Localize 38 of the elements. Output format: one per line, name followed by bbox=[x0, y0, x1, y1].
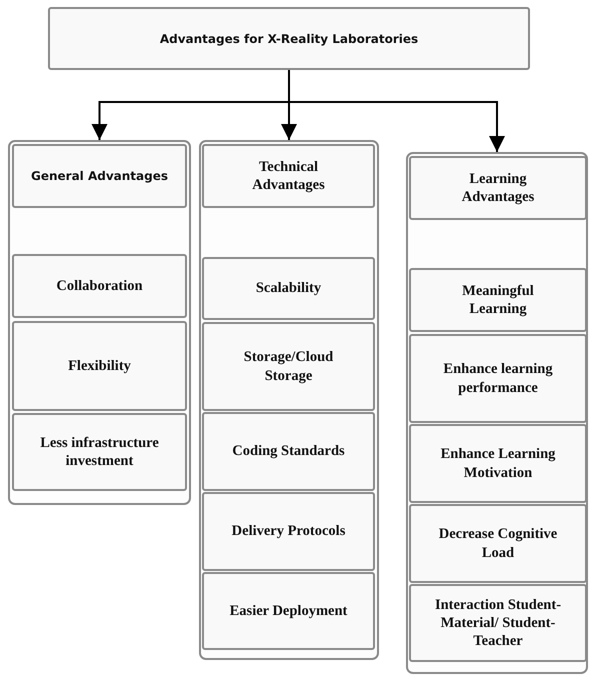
box-label: Meaningful Learning bbox=[461, 282, 535, 318]
box-label: Enhance learning performance bbox=[442, 360, 554, 397]
box-label: Flexibility bbox=[67, 356, 132, 376]
category-box bbox=[409, 424, 587, 503]
category-box bbox=[202, 492, 375, 571]
title-box bbox=[48, 7, 530, 70]
box-label: Technical Advantages bbox=[251, 158, 326, 194]
box-label: Collaboration bbox=[55, 276, 144, 296]
category-box bbox=[202, 412, 375, 491]
category-box bbox=[202, 322, 375, 411]
box-label: Storage/Cloud Storage bbox=[242, 348, 334, 385]
box-label: Delivery Protocols bbox=[230, 522, 346, 541]
category-box bbox=[12, 144, 187, 208]
category-box bbox=[409, 504, 587, 583]
category-box bbox=[409, 156, 587, 220]
box-label: Enhance Learning Motivation bbox=[440, 445, 556, 482]
box-label: Less infrastructure investment bbox=[39, 434, 160, 470]
category-box bbox=[202, 257, 375, 320]
box-label: Scalability bbox=[254, 279, 322, 298]
category-box bbox=[409, 584, 587, 662]
box-label: Easier Deployment bbox=[228, 602, 348, 620]
category-box bbox=[202, 144, 375, 208]
arrow bbox=[288, 70, 505, 152]
box-label: Interaction Student-Material/ Student-Teacher bbox=[434, 596, 562, 650]
category-box bbox=[202, 572, 375, 650]
category-box bbox=[12, 321, 187, 411]
box-label: General Advantages bbox=[30, 169, 170, 183]
column-panel bbox=[406, 152, 588, 674]
column-panel bbox=[8, 140, 191, 505]
category-box bbox=[12, 413, 187, 491]
category-box bbox=[12, 254, 187, 318]
box-label: Decrease Cognitive Load bbox=[438, 525, 558, 562]
category-box bbox=[409, 334, 587, 423]
box-label: Advantages for X-Reality Laboratories bbox=[158, 32, 420, 46]
column-panel bbox=[199, 140, 379, 660]
box-label: Coding Standards bbox=[231, 442, 346, 461]
category-box bbox=[409, 268, 587, 332]
box-label: Learning Advantages bbox=[460, 170, 536, 206]
